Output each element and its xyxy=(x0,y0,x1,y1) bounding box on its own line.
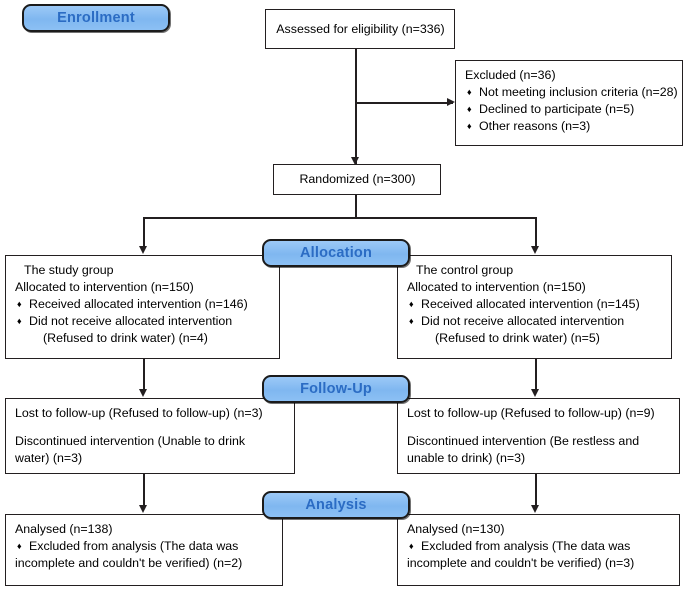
spacer xyxy=(407,422,671,433)
box-excluded: Excluded (n=36) ♦ Not meeting inclusion c… xyxy=(455,60,683,146)
arrowhead-analysis-right-in xyxy=(530,505,539,513)
connector-allocation-left-drop xyxy=(143,217,145,247)
alloc-left-allocated: Allocated to intervention (n=150) xyxy=(15,280,194,294)
arrowhead-analysis-left-in xyxy=(138,505,147,513)
follow-right-lost: Lost to follow-up (Refused to follow-up)… xyxy=(407,406,655,420)
follow-left-lost: Lost to follow-up (Refused to follow-up)… xyxy=(15,406,263,420)
spacer xyxy=(15,422,286,433)
analysis-right-excluded-line1: ♦ Excluded from analysis (The data was xyxy=(407,538,671,555)
connector-allocation-right-drop xyxy=(535,217,537,247)
excluded-bullet-1: ♦ Not meeting inclusion criteria (n=28) xyxy=(465,84,678,101)
stage-label-analysis-text: Analysis xyxy=(305,497,367,513)
arrowhead-randomized-in xyxy=(350,157,359,165)
arrowhead-excluded-in xyxy=(447,97,455,106)
stage-label-followup-text: Follow-Up xyxy=(300,381,372,397)
connector-assessed-to-randomized xyxy=(355,48,357,164)
box-analysis-control-group: Analysed (n=130) ♦ Excluded from analysis… xyxy=(397,514,680,586)
diamond-bullet-icon: ♦ xyxy=(409,541,414,551)
box-allocation-study-group: The study group Allocated to interventio… xyxy=(5,255,280,359)
excluded-heading: Excluded (n=36) xyxy=(465,68,556,82)
analysis-right-analysed: Analysed (n=130) xyxy=(407,522,505,536)
excluded-bullet-3-text: Other reasons (n=3) xyxy=(479,119,591,133)
excluded-bullet-1-text: Not meeting inclusion criteria (n=28) xyxy=(479,85,678,99)
connector-follow-right-to-analysis xyxy=(535,474,537,506)
alloc-left-bullet-1-text: Received allocated intervention (n=146) xyxy=(29,297,248,311)
follow-left-disc-line2: water) (n=3) xyxy=(15,451,83,465)
diamond-bullet-icon: ♦ xyxy=(409,316,414,326)
alloc-right-bullet-2-text: Did not receive allocated intervention xyxy=(421,314,625,328)
connector-to-excluded xyxy=(355,102,453,104)
connector-allocation-split xyxy=(143,217,536,219)
stage-label-enrollment-text: Enrollment xyxy=(57,10,135,26)
connector-follow-left-to-analysis xyxy=(143,474,145,506)
stage-label-allocation: Allocation xyxy=(262,239,410,267)
follow-right-disc-line2: unable to drink) (n=3) xyxy=(407,451,526,465)
alloc-right-bullet-1-text: Received allocated intervention (n=145) xyxy=(421,297,640,311)
connector-alloc-right-to-follow xyxy=(535,358,537,390)
analysis-right-excluded-line1-text: Excluded from analysis (The data was xyxy=(421,539,631,553)
analysis-left-excluded-line1-text: Excluded from analysis (The data was xyxy=(29,539,239,553)
alloc-right-allocated: Allocated to intervention (n=150) xyxy=(407,280,586,294)
analysis-right-excluded-line2: incomplete and couldn't be verified) (n=… xyxy=(407,556,635,570)
stage-label-enrollment: Enrollment xyxy=(22,4,170,32)
box-analysis-study-group: Analysed (n=138) ♦ Excluded from analysis… xyxy=(5,514,283,586)
analysis-left-analysed: Analysed (n=138) xyxy=(15,522,113,536)
excluded-bullet-2-text: Declined to participate (n=5) xyxy=(479,102,635,116)
arrowhead-alloc-left-in xyxy=(138,246,147,254)
diamond-bullet-icon: ♦ xyxy=(467,87,472,97)
arrowhead-follow-left-in xyxy=(138,389,147,397)
box-followup-study-group: Lost to follow-up (Refused to follow-up)… xyxy=(5,398,295,474)
box-followup-control-group: Lost to follow-up (Refused to follow-up)… xyxy=(397,398,680,474)
connector-randomized-down xyxy=(355,194,357,218)
connector-alloc-left-to-follow xyxy=(143,358,145,390)
follow-right-disc-line1: Discontinued intervention (Be restless a… xyxy=(407,434,640,448)
alloc-right-bullet-1: ♦ Received allocated intervention (n=145) xyxy=(407,296,663,313)
analysis-left-excluded-line2: incomplete and couldn't be verified) (n=… xyxy=(15,556,243,570)
diamond-bullet-icon: ♦ xyxy=(17,316,22,326)
box-randomized: Randomized (n=300) xyxy=(273,164,441,195)
alloc-right-bullet-2-cont: (Refused to drink water) (n=5) xyxy=(435,331,600,345)
stage-label-analysis: Analysis xyxy=(262,491,410,519)
follow-left-disc-line1: Discontinued intervention (Unable to dri… xyxy=(15,434,246,448)
diamond-bullet-icon: ♦ xyxy=(467,104,472,114)
alloc-left-bullet-1: ♦ Received allocated intervention (n=146) xyxy=(15,296,271,313)
alloc-left-group-name: The study group xyxy=(24,263,114,277)
box-allocation-control-group: The control group Allocated to intervent… xyxy=(397,255,672,359)
diamond-bullet-icon: ♦ xyxy=(467,121,472,131)
arrowhead-follow-right-in xyxy=(530,389,539,397)
alloc-left-bullet-2-text: Did not receive allocated intervention xyxy=(29,314,233,328)
diamond-bullet-icon: ♦ xyxy=(17,299,22,309)
box-assessed-for-eligibility: Assessed for eligibility (n=336) xyxy=(265,9,455,49)
stage-label-followup: Follow-Up xyxy=(262,375,410,403)
diamond-bullet-icon: ♦ xyxy=(409,299,414,309)
alloc-left-bullet-2: ♦ Did not receive allocated intervention xyxy=(15,313,271,330)
excluded-bullet-3: ♦ Other reasons (n=3) xyxy=(465,118,674,135)
diamond-bullet-icon: ♦ xyxy=(17,541,22,551)
alloc-right-bullet-2: ♦ Did not receive allocated intervention xyxy=(407,313,663,330)
alloc-left-bullet-2-cont: (Refused to drink water) (n=4) xyxy=(43,331,208,345)
analysis-left-excluded-line1: ♦ Excluded from analysis (The data was xyxy=(15,538,274,555)
excluded-bullet-2: ♦ Declined to participate (n=5) xyxy=(465,101,674,118)
assessed-text: Assessed for eligibility (n=336) xyxy=(276,21,445,36)
randomized-text: Randomized (n=300) xyxy=(299,172,416,186)
arrowhead-alloc-right-in xyxy=(530,246,539,254)
alloc-right-group-name: The control group xyxy=(416,263,514,277)
stage-label-allocation-text: Allocation xyxy=(299,245,373,261)
